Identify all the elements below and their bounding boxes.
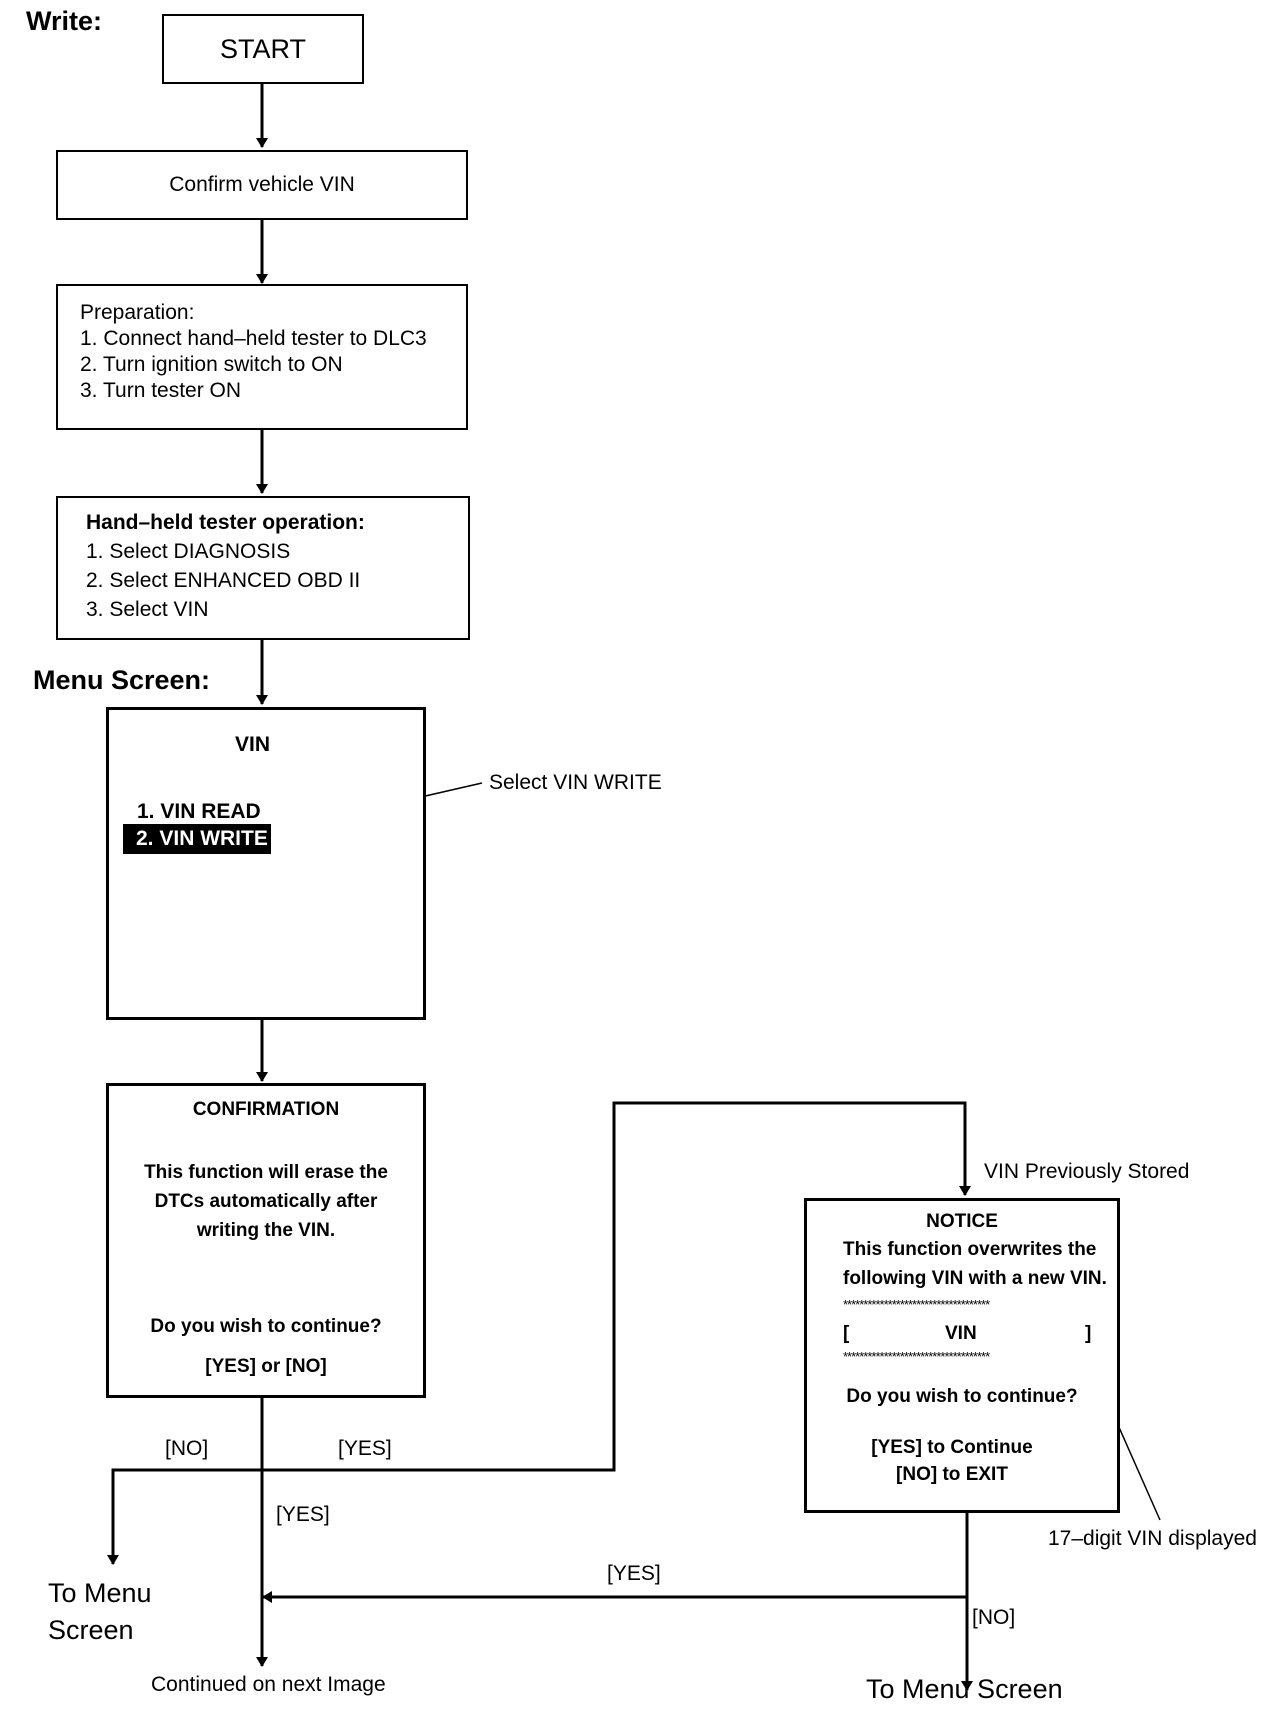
- notice-question: Do you wish to continue?: [846, 1386, 1078, 1407]
- notice-branch-yes: [YES]: [607, 1562, 661, 1585]
- notice-vin-label: VIN: [945, 1323, 977, 1344]
- notice-title: NOTICE: [926, 1211, 998, 1232]
- start-box: START: [162, 14, 364, 84]
- confirm-vin-box: Confirm vehicle VIN: [56, 150, 468, 220]
- branch-label-no: [NO]: [165, 1437, 209, 1460]
- confirmation-screen: CONFIRMATION This function will erase th…: [106, 1083, 426, 1398]
- select-vin-write-callout: Select VIN WRITE: [489, 771, 662, 794]
- notice-stars-bottom: ************************************: [843, 1349, 990, 1364]
- notice-message: This function overwrites the following V…: [843, 1235, 1107, 1293]
- confirmation-question: Do you wish to continue?: [150, 1316, 382, 1337]
- write-heading: Write:: [26, 6, 103, 36]
- to-menu-left-line: Screen: [48, 1615, 134, 1645]
- vin-menu-title: VIN: [235, 733, 271, 756]
- confirmation-options: [YES] or [NO]: [205, 1356, 327, 1377]
- confirmation-message-line: This function will erase the: [144, 1162, 388, 1183]
- confirmation-message-line: DTCs automatically after: [154, 1191, 378, 1212]
- start-label: START: [219, 33, 306, 64]
- confirmation-title: CONFIRMATION: [192, 1099, 340, 1120]
- notice-yes-option: [YES] to Continue: [871, 1437, 1033, 1458]
- notice-no-option: [NO] to EXIT: [896, 1464, 1008, 1485]
- vin-previously-stored-label: VIN Previously Stored: [984, 1160, 1190, 1183]
- tester-operation-box: Hand–held tester operation: 1. Select DI…: [56, 496, 470, 640]
- menu-item-vin-write: 2. VIN WRITE: [123, 824, 271, 854]
- menu-screen-heading: Menu Screen:: [33, 665, 211, 695]
- to-menu-left-line: To Menu: [48, 1578, 152, 1608]
- confirmation-message: This function will erase the DTCs automa…: [109, 1158, 423, 1245]
- preparation-step: 1. Connect hand–held tester to DLC3: [80, 327, 427, 350]
- notice-stars-top: ************************************: [843, 1297, 990, 1312]
- to-menu-screen-right: To Menu Screen: [866, 1674, 1063, 1704]
- notice-vin-open-bracket: [: [843, 1323, 850, 1344]
- tester-operation-step: 2. Select ENHANCED OBD II: [86, 569, 361, 592]
- notice-vin-close-bracket: ]: [1085, 1323, 1092, 1344]
- confirm-vin-label: Confirm vehicle VIN: [169, 173, 355, 196]
- notice-message-line: following VIN with a new VIN.: [843, 1268, 1107, 1289]
- menu-item-vin-read: 1. VIN READ: [137, 800, 261, 823]
- to-menu-screen-left: To Menu Screen: [48, 1575, 152, 1649]
- notice-branch-no: [NO]: [972, 1606, 1016, 1629]
- tester-operation-title: Hand–held tester operation:: [86, 511, 365, 534]
- preparation-box: Preparation: 1. Connect hand–held tester…: [56, 284, 468, 430]
- branch-label-yes: [YES]: [338, 1437, 392, 1460]
- tester-operation-step: 3. Select VIN: [86, 598, 209, 621]
- branch-label-yes-down: [YES]: [276, 1503, 330, 1526]
- tester-operation-step: 1. Select DIAGNOSIS: [86, 540, 291, 563]
- preparation-title: Preparation:: [80, 301, 195, 324]
- notice-message-line: This function overwrites the: [843, 1239, 1097, 1260]
- vin-displayed-callout: 17–digit VIN displayed: [1048, 1527, 1257, 1550]
- arrow-yes-to-notice: [262, 1101, 971, 1472]
- confirmation-message-line: writing the VIN.: [196, 1220, 336, 1241]
- continued-next-image: Continued on next Image: [151, 1673, 386, 1696]
- arrow-no-to-menu: [107, 1468, 262, 1565]
- vin-menu-screen: VIN 1. VIN READ 2. VIN WRITE: [106, 707, 426, 1020]
- preparation-step: 3. Turn tester ON: [80, 379, 242, 402]
- preparation-step: 2. Turn ignition switch to ON: [80, 353, 343, 376]
- notice-screen: NOTICE This function overwrites the foll…: [804, 1198, 1120, 1513]
